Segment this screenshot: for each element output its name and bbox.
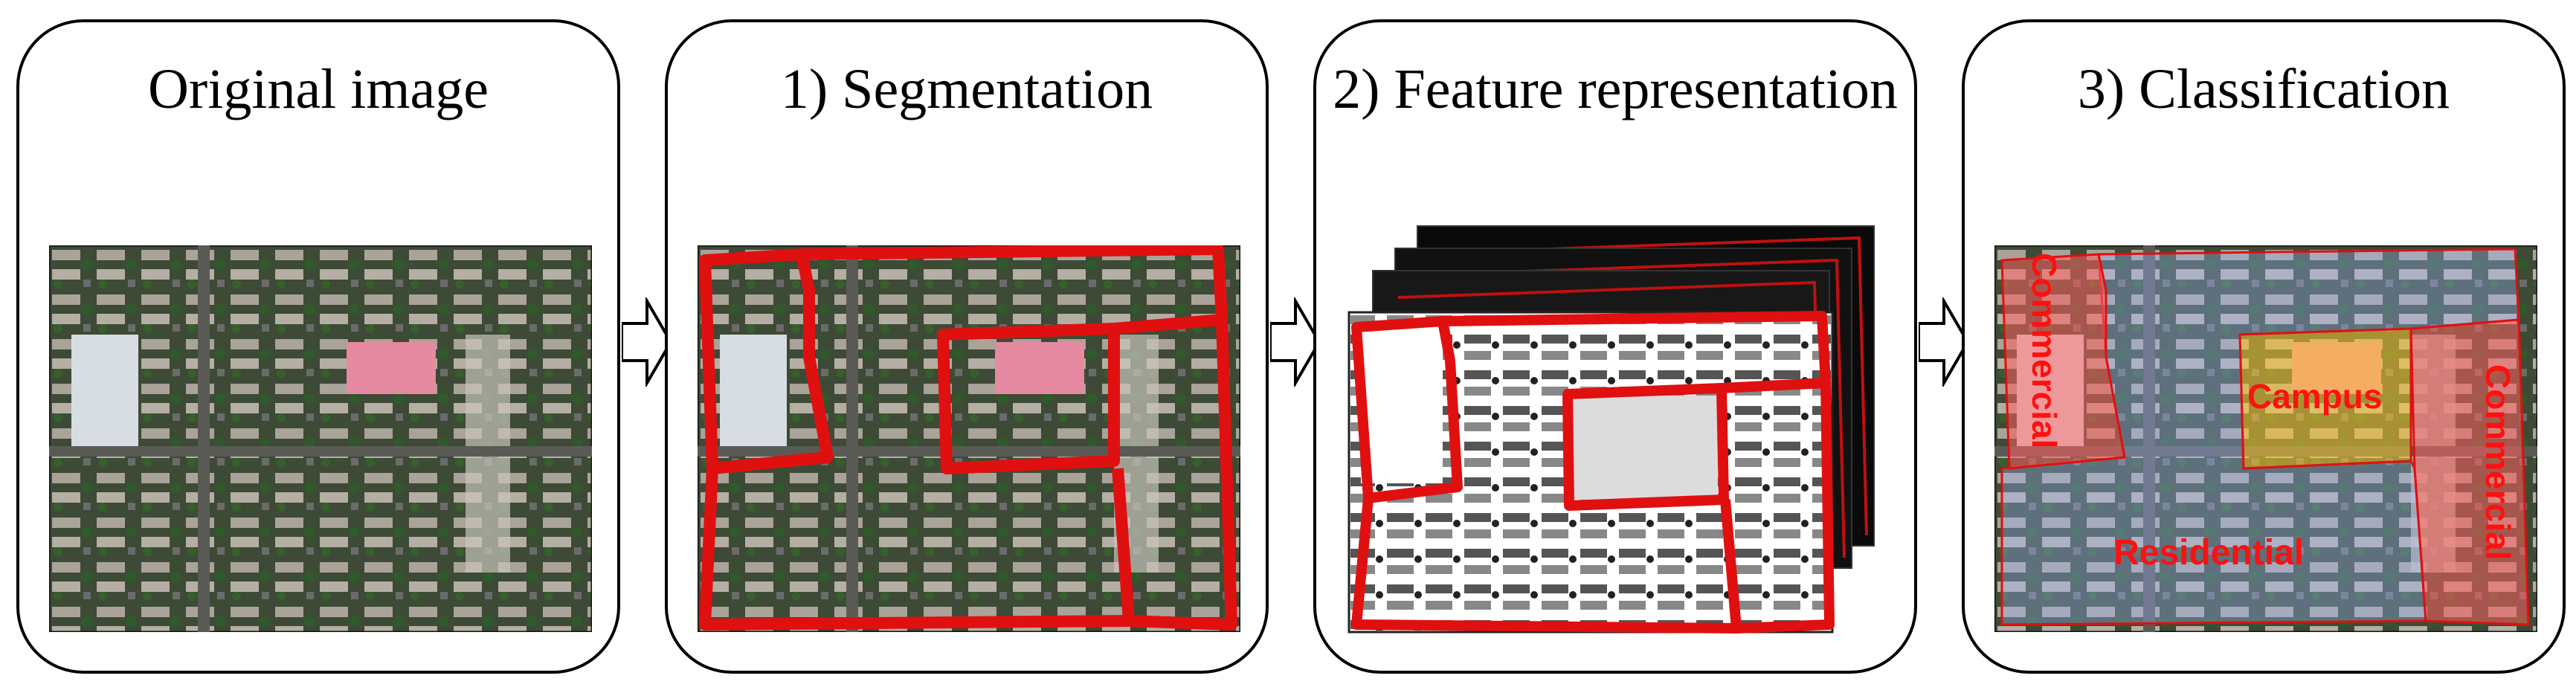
panel-title: 1) Segmentation xyxy=(780,58,1153,120)
label-residential: Residential xyxy=(2113,533,2305,573)
feature-map-stack xyxy=(1346,223,1881,639)
panel-title: 2) Feature representation xyxy=(1333,58,1898,120)
panel-title: Original image xyxy=(148,58,489,120)
panel-title: 3) Classification xyxy=(2077,58,2450,120)
label-commercial-left: Commercial xyxy=(2025,253,2064,449)
arrow-right-icon xyxy=(1269,295,1322,389)
panel-original-image: Original image xyxy=(16,19,620,674)
panel-feature-representation: 2) Feature representation xyxy=(1313,19,1917,674)
label-campus: Campus xyxy=(2247,377,2383,416)
classification-image: Commercial Campus Commercial Residential xyxy=(1994,245,2537,632)
label-commercial-right: Commercial xyxy=(2479,364,2517,561)
arrow-right-icon xyxy=(620,295,674,389)
satellite-image xyxy=(49,245,592,632)
panel-classification: 3) Classification Commercial Campus Comm… xyxy=(1962,19,2566,674)
feature-map-front xyxy=(1347,311,1835,634)
segmentation-image xyxy=(698,245,1240,632)
arrow-right-icon xyxy=(1917,295,1971,389)
panel-segmentation: 1) Segmentation xyxy=(665,19,1269,674)
